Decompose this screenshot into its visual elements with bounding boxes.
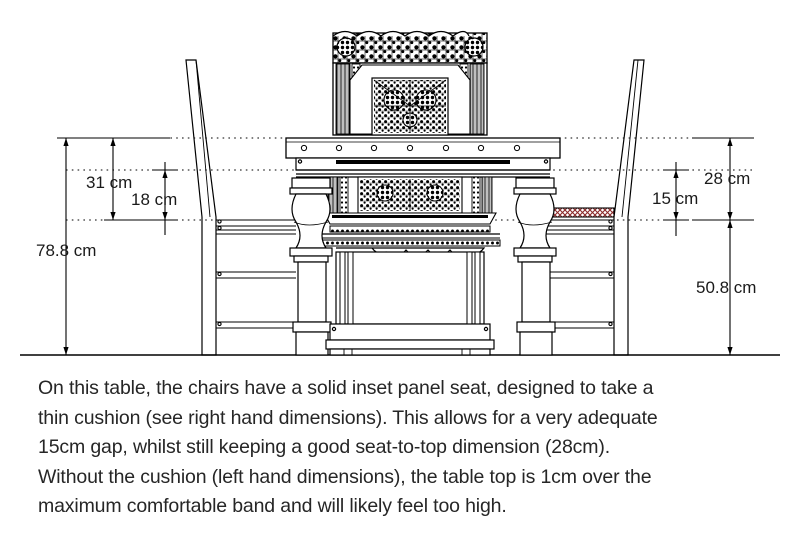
dimension-label-78-8: 78.8 cm (36, 241, 96, 260)
dimension-line-15 (663, 162, 689, 236)
caption-line-5: maximum comfortable band and will likely… (38, 495, 507, 517)
caption-line-3: 15cm gap, whilst still keeping a good se… (38, 436, 610, 458)
dimension-label-31: 31 cm (86, 173, 132, 192)
left-table-side-panel (216, 219, 296, 356)
dimension-line-78-8 (57, 137, 110, 355)
technical-elevation-svg: 31 cm 18 cm 78.8 cm 28 cm 15 cm 50.8 cm (20, 30, 780, 356)
table-frieze (295, 157, 551, 178)
caption-line-4: Without the cushion (left hand dimension… (38, 465, 652, 488)
carved-crest-rail (332, 32, 488, 64)
dimension-label-28: 28 cm (704, 169, 750, 188)
seat-cushion-hatch (544, 207, 615, 218)
caption-line-2: thin cushion (see right hand dimensions)… (38, 406, 658, 429)
table-leg-right (513, 177, 557, 356)
elevation-drawing: 31 cm 18 cm 78.8 cm 28 cm 15 cm 50.8 cm (20, 30, 780, 356)
dimension-label-18: 18 cm (131, 190, 177, 209)
right-chair-back-stile (613, 59, 645, 356)
right-table-side-panel (545, 219, 614, 356)
caption-line-1: On this table, the chairs have a solid i… (38, 377, 654, 399)
chair-seat-box (325, 247, 495, 356)
dimension-line-18 (152, 162, 178, 235)
chair-back-assembly (332, 30, 488, 136)
dimension-label-50-8: 50.8 cm (696, 278, 756, 297)
left-chair-back-stile (185, 59, 217, 356)
dimension-line-28 (692, 137, 754, 221)
dimension-line-50-8 (727, 220, 733, 355)
dimension-label-15: 15 cm (652, 189, 698, 208)
near-chair-back-panel (319, 176, 501, 247)
table-leg-left (289, 177, 333, 356)
table-top (285, 137, 561, 159)
caption-text-block: On this table, the chairs have a solid i… (38, 374, 762, 522)
